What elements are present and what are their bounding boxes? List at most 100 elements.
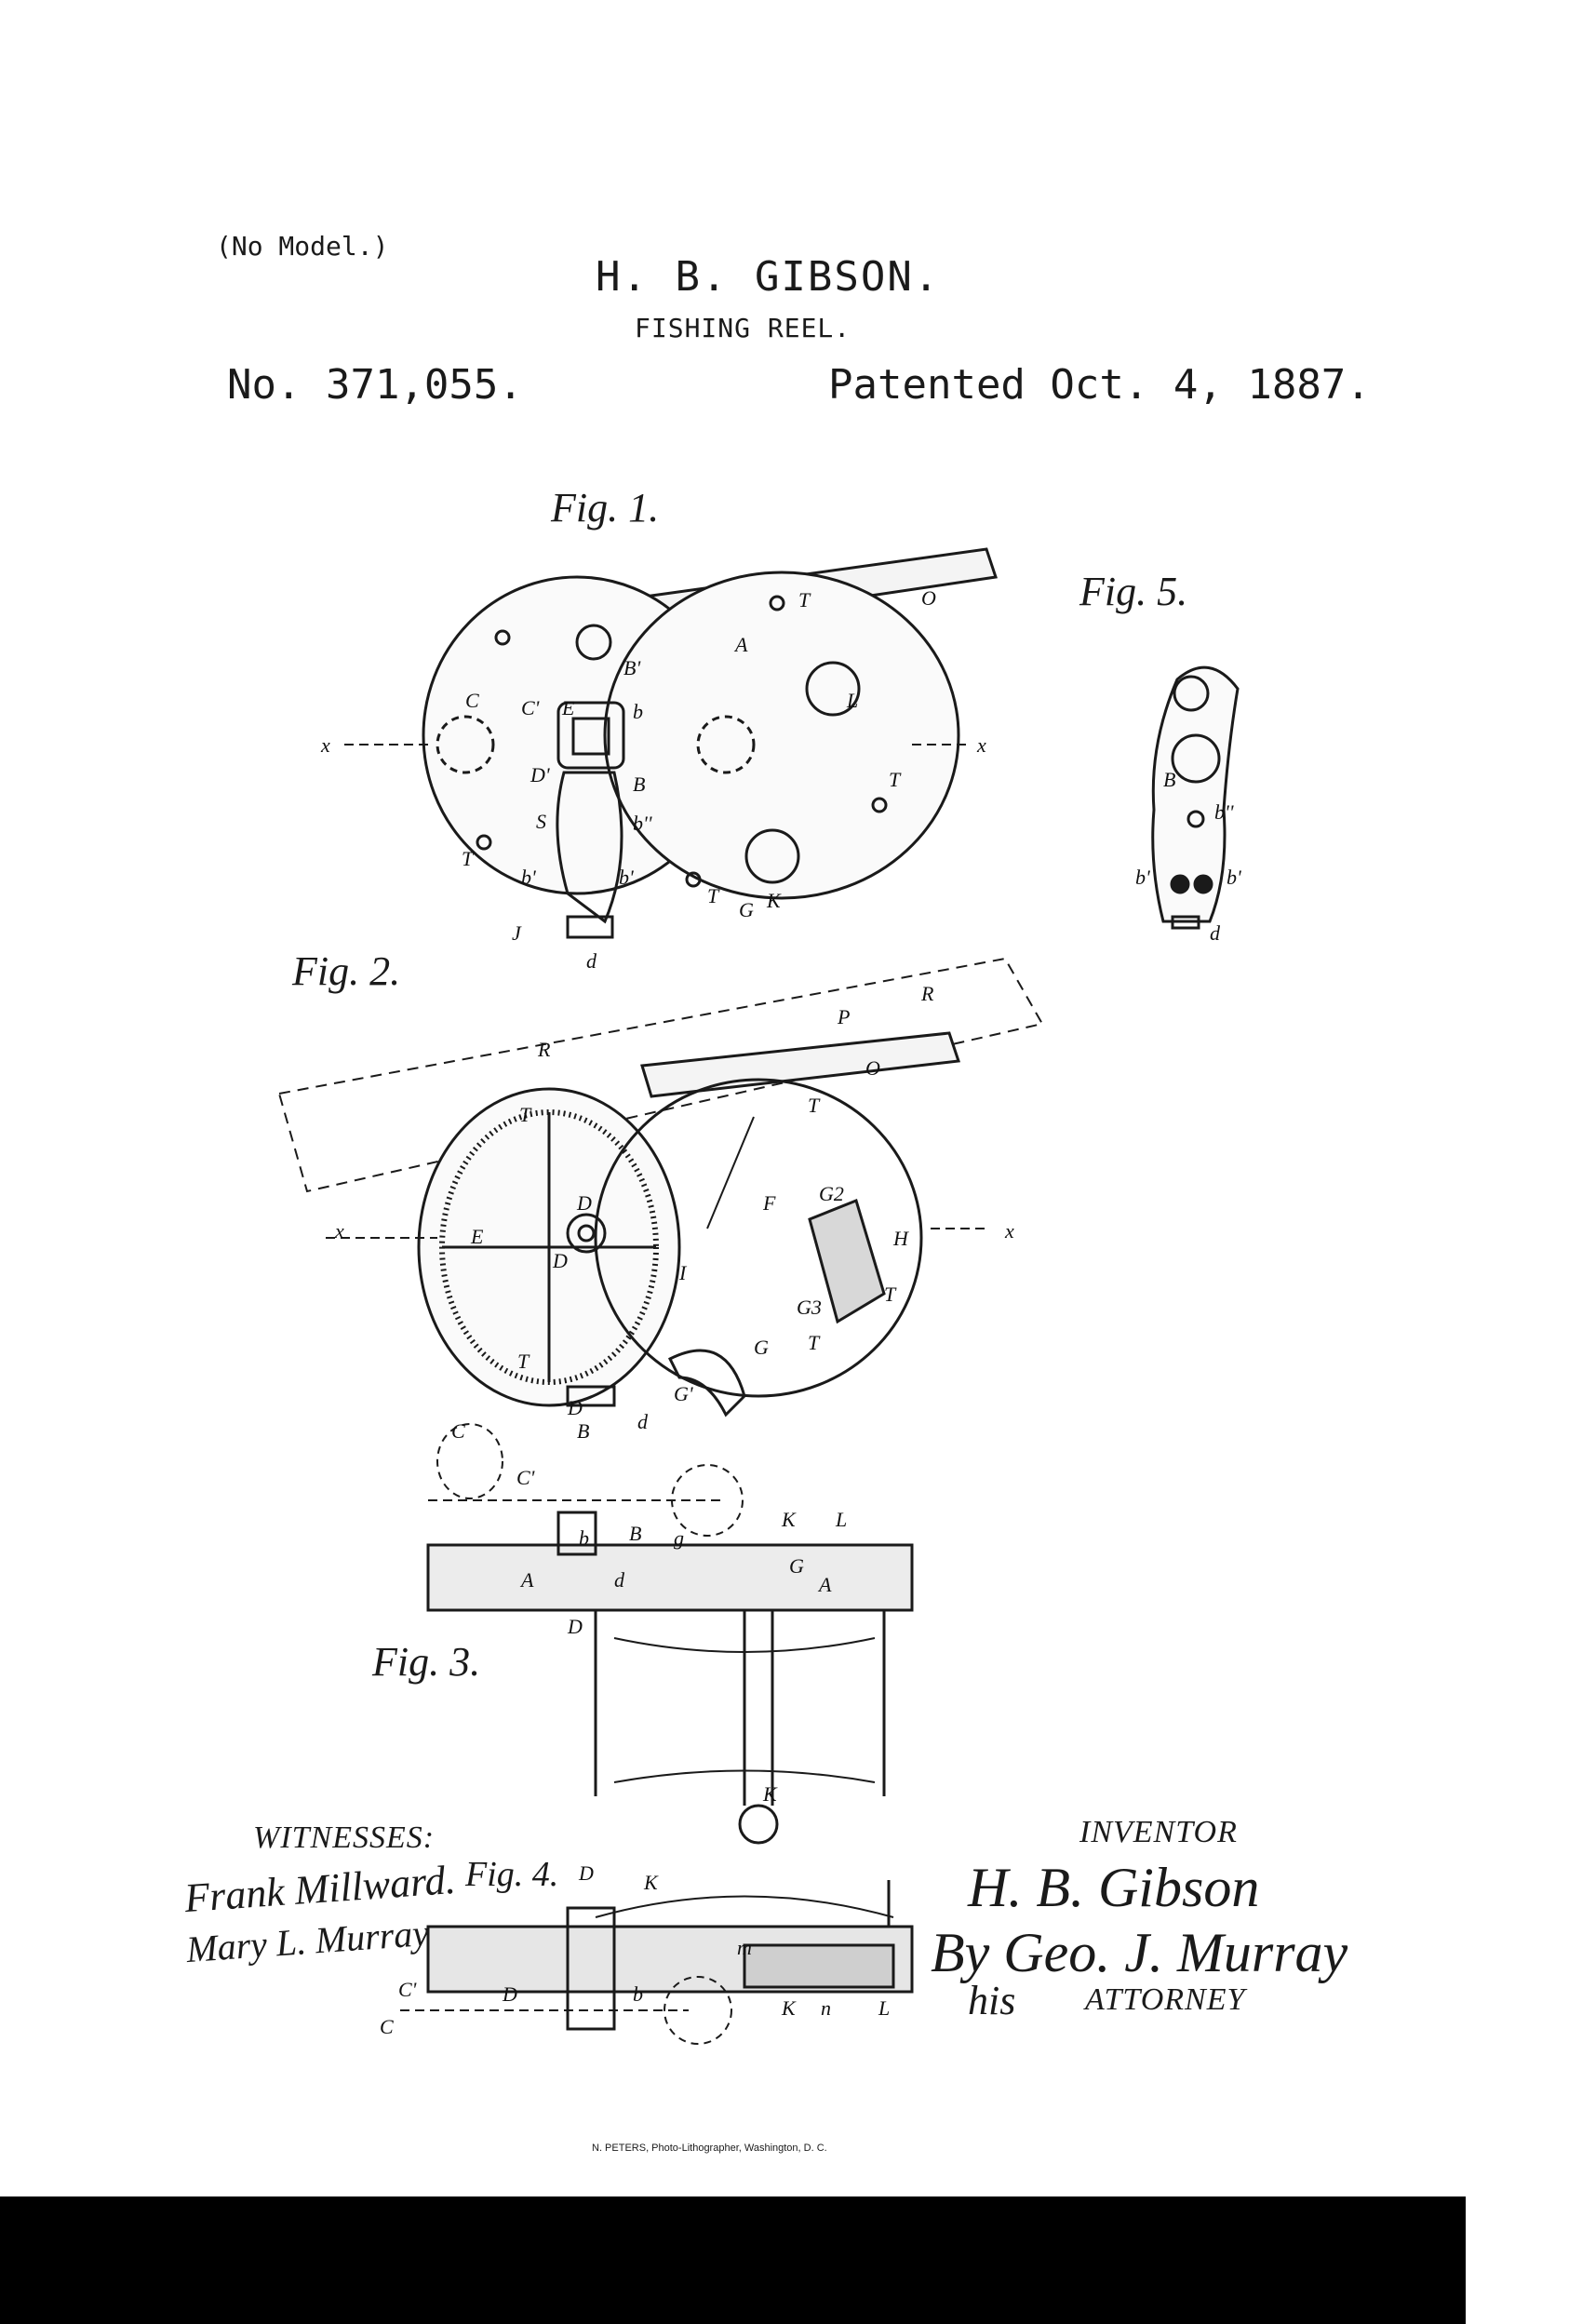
reference-letter: K: [643, 1871, 659, 1894]
reference-letter: d: [586, 949, 597, 973]
fig3-label: Fig. 3.: [372, 1639, 481, 1685]
reference-letter: A: [817, 1573, 832, 1596]
reference-letter: T: [884, 1283, 897, 1306]
reference-letter: x: [320, 733, 330, 757]
reference-letter: b': [1135, 866, 1150, 889]
reference-letter: d: [614, 1568, 625, 1592]
fig4-drawing: [400, 1880, 914, 2045]
reference-letter: B: [633, 772, 645, 796]
reference-letter: O: [921, 586, 936, 610]
fig1-letters: T O A B' C C' E b L x x D' B S b'' T T b…: [320, 586, 986, 973]
reference-letter: D: [578, 1861, 594, 1885]
fig4-letters: D K m C' D b K n L C: [380, 1861, 890, 2038]
reference-letter: I: [678, 1261, 688, 1284]
reference-letter: b'': [633, 812, 652, 835]
reference-letter: D: [567, 1615, 583, 1638]
reference-letter: K: [762, 1782, 778, 1806]
reference-letter: F: [762, 1191, 776, 1215]
reference-letter: L: [846, 689, 858, 712]
reference-letter: B: [629, 1522, 641, 1545]
reference-letter: x: [1004, 1219, 1014, 1243]
reference-letter: K: [766, 889, 782, 912]
reference-letter: G: [789, 1554, 804, 1578]
reference-letter: x: [334, 1219, 344, 1243]
reference-letter: b'': [1214, 800, 1234, 824]
reference-letter: L: [835, 1508, 847, 1531]
reference-letter: G: [754, 1336, 769, 1359]
reference-letter: T: [808, 1094, 821, 1117]
fig4-label: Fig. 4.: [465, 1855, 559, 1894]
reference-letter: G': [674, 1382, 693, 1405]
fig1-drawing: [344, 547, 998, 939]
reference-letter: A: [733, 633, 748, 656]
inventor-label: INVENTOR: [1079, 1815, 1238, 1849]
reference-letter: A: [519, 1568, 534, 1592]
reference-letter: n: [821, 1996, 831, 2020]
reference-letter: C': [521, 696, 540, 719]
inventor-name: H. B. GIBSON.: [596, 253, 941, 301]
reference-letter: G2: [819, 1182, 844, 1205]
reference-letter: D: [502, 1982, 517, 2006]
reference-letter: T: [517, 1350, 530, 1373]
reference-letter: m: [737, 1936, 752, 1959]
reference-letter: T: [707, 884, 720, 907]
invention-title: FISHING REEL.: [635, 313, 851, 343]
reference-letter: S: [536, 810, 546, 833]
reference-letter: R: [920, 982, 934, 1005]
reference-letter: O: [865, 1056, 880, 1080]
fig2-label: Fig. 2.: [292, 948, 401, 994]
fig3-letters: C C' b B g K L G A A d D K: [451, 1419, 847, 1806]
reference-letter: d: [1210, 921, 1221, 945]
fig2-letters: P R R O T T F G2 H x x E D D I G3 G T T …: [334, 982, 1014, 1443]
reference-letter: b': [521, 866, 536, 889]
reference-letter: D: [567, 1396, 583, 1419]
reference-letter: B: [1163, 768, 1175, 791]
reference-letter: b: [633, 1982, 643, 2006]
reference-letter: E: [561, 696, 575, 719]
reference-letter: B': [623, 656, 640, 679]
reference-letter: K: [781, 1996, 797, 2020]
reference-letter: C: [380, 2015, 394, 2038]
reference-letter: d: [637, 1410, 649, 1433]
reference-letter: H: [892, 1227, 909, 1250]
attorney-signature: By Geo. J. Murray: [931, 1922, 1348, 1983]
reference-letter: C: [465, 689, 479, 712]
reference-letter: T: [798, 588, 811, 611]
fig5-letters: B b'' b' b' d: [1135, 768, 1241, 945]
reference-letter: x: [976, 733, 986, 757]
inventor-signature: H. B. Gibson: [968, 1857, 1260, 1918]
reference-letter: L: [878, 1996, 890, 2020]
scan-bottom-bar: [0, 2196, 1466, 2324]
fig2-drawing: [277, 957, 1044, 1417]
reference-letter: C': [398, 1978, 417, 2001]
fig5-label: Fig. 5.: [1079, 569, 1188, 614]
patent-number: No. 371,055.: [227, 361, 523, 409]
reference-letter: G3: [797, 1296, 822, 1319]
no-model-note: (No Model.): [216, 231, 389, 262]
reference-letter: R: [537, 1038, 551, 1061]
lithographer-credit: N. PETERS, Photo-Lithographer, Washingto…: [592, 2143, 827, 2154]
reference-letter: T: [808, 1331, 821, 1354]
reference-letter: T: [889, 768, 902, 791]
fig5-drawing: [1151, 665, 1240, 930]
reference-letter: J: [512, 921, 522, 945]
reference-letter: T: [462, 847, 475, 870]
reference-letter: D: [576, 1191, 592, 1215]
reference-letter: b': [619, 866, 634, 889]
reference-letter: D': [530, 763, 550, 786]
witnesses-label: WITNESSES:: [253, 1820, 436, 1855]
reference-letter: b: [633, 700, 643, 723]
reference-letter: g: [674, 1526, 684, 1550]
reference-letter: C: [451, 1419, 465, 1443]
reference-letter: b': [1227, 866, 1241, 889]
reference-letter: E: [470, 1225, 484, 1248]
reference-letter: G: [739, 898, 754, 921]
reference-letter: B: [577, 1419, 589, 1443]
reference-letter: T: [519, 1103, 532, 1126]
reference-letter: K: [781, 1508, 797, 1531]
reference-letter: P: [837, 1005, 850, 1028]
fig1-label: Fig. 1.: [551, 485, 660, 531]
reference-letter: C': [516, 1466, 535, 1489]
attorney-his: his: [968, 1978, 1016, 2023]
